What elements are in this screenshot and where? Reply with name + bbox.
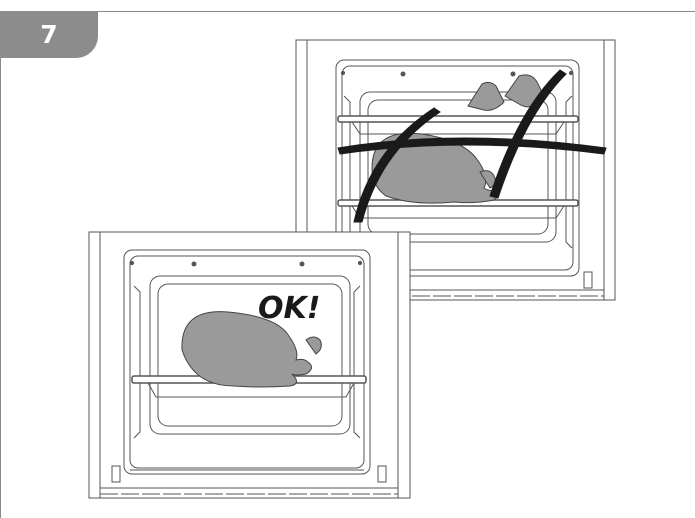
ok-label: OK! [258,291,320,326]
